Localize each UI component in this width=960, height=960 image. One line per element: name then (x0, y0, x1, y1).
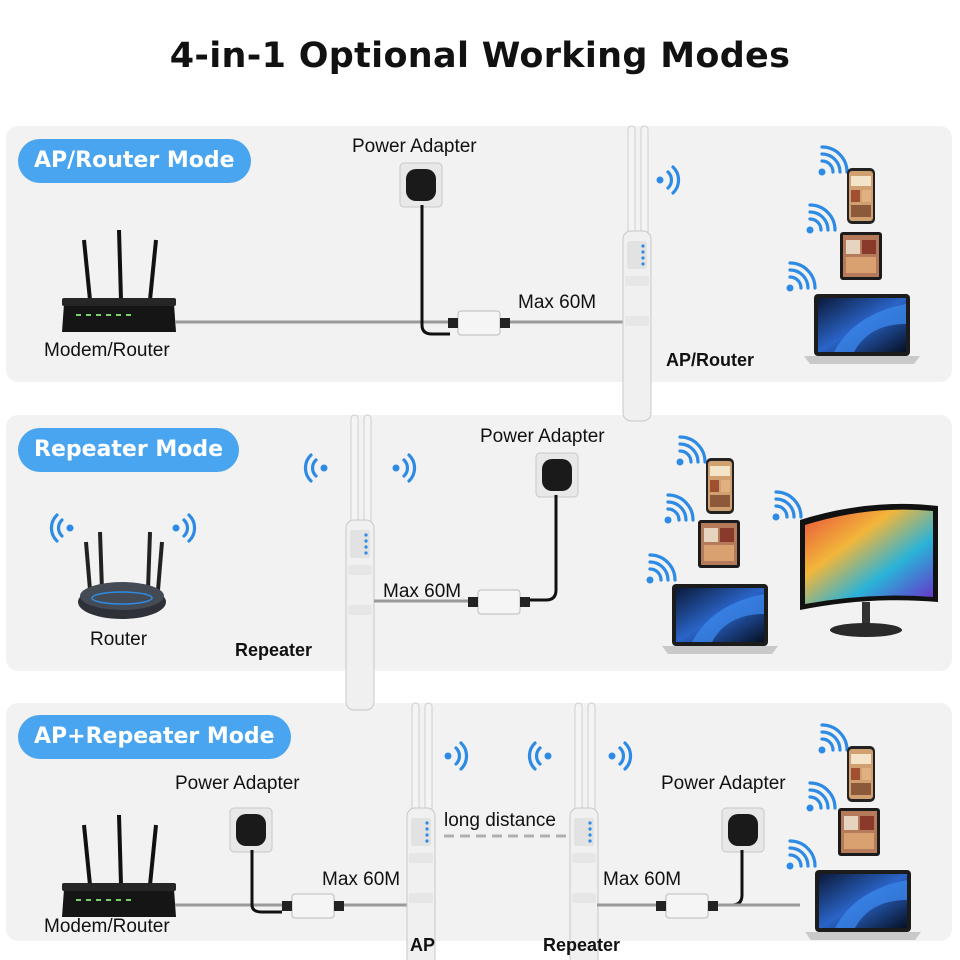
panel-3-graphics (60, 702, 921, 960)
poe-splitter-icon (281, 893, 345, 919)
modem-router-label: Modem/Router (44, 916, 170, 937)
laptop-icon (804, 294, 920, 364)
power-adapter-label: Power Adapter (352, 136, 477, 157)
modem-router-label: Modem/Router (44, 340, 170, 361)
panel-2-graphics (49, 414, 938, 711)
cable-length-label-left: Max 60M (322, 869, 401, 890)
tablet-icon (838, 808, 880, 856)
modem-router-icon (60, 813, 178, 919)
panel-1-graphics (60, 125, 920, 422)
cable-length-label: Max 60M (518, 292, 597, 313)
power-adapter-icon (721, 807, 765, 853)
ap-router-device-icon (622, 125, 652, 422)
modem-router-icon (60, 228, 178, 334)
ap-label: AP (410, 935, 436, 955)
power-adapter-label: Power Adapter (480, 426, 605, 447)
phone-icon (706, 458, 734, 514)
laptop-icon (662, 584, 778, 654)
tablet-icon (840, 232, 882, 280)
cable-length-label: Max 60M (383, 581, 462, 602)
power-adapter-label-right: Power Adapter (661, 773, 786, 794)
repeater-device-icon (345, 414, 375, 711)
mode-pill-repeater: Repeater Mode (18, 428, 239, 472)
device-label: AP/Router (666, 350, 755, 370)
device-label: Repeater (235, 640, 313, 660)
power-adapter-icon (535, 452, 579, 498)
power-adapter-icon (399, 162, 443, 208)
repeater-device-icon (569, 702, 599, 960)
power-adapter-icon (229, 807, 273, 853)
page-title: 4-in-1 Optional Working Modes (169, 36, 791, 76)
router-label: Router (90, 629, 148, 650)
monitor-icon (800, 503, 938, 637)
poe-splitter-icon (467, 589, 531, 615)
repeater-label: Repeater (543, 935, 621, 955)
poe-splitter-icon (655, 893, 719, 919)
ap-device-icon (406, 702, 436, 960)
mode-pill-ap-repeater: AP+Repeater Mode (18, 715, 291, 759)
mode-pill-ap-router: AP/Router Mode (18, 139, 251, 183)
router-icon (49, 513, 197, 619)
laptop-icon (805, 870, 921, 940)
phone-icon (847, 746, 875, 802)
long-distance-label: long distance (444, 810, 556, 831)
tablet-icon (698, 520, 740, 568)
poe-splitter-icon (447, 310, 511, 336)
phone-icon (847, 168, 875, 224)
cable-length-label-right: Max 60M (603, 869, 682, 890)
power-adapter-label-left: Power Adapter (175, 773, 300, 794)
